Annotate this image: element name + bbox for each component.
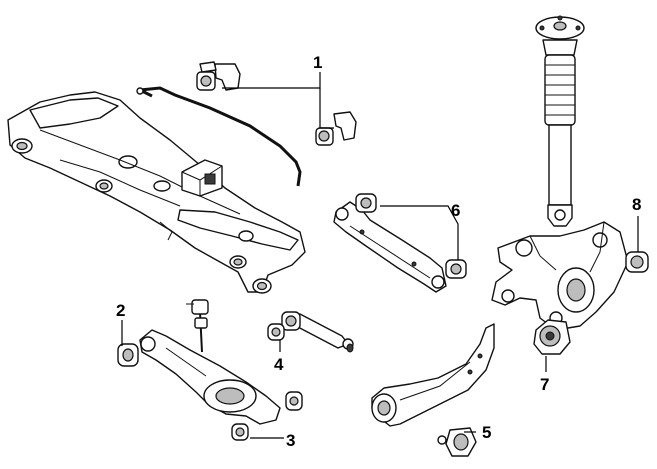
callout-2: 2: [116, 301, 125, 320]
rear-subframe: [7, 91, 306, 294]
upper-arm-bushing-top: [355, 193, 377, 213]
knuckle-bushing-8: [625, 251, 649, 273]
callout-5: 5: [482, 423, 491, 442]
callout-4: 4: [274, 355, 284, 374]
callout-labels: 1 2 3 4 5 6 7 8: [116, 53, 641, 450]
lower-arm-bushing-bottom: [231, 423, 249, 441]
trailing-arm-bushing: [437, 427, 477, 457]
trailing-arm: [371, 323, 495, 427]
stabilizer-bushing-upper: [196, 61, 241, 91]
lower-arm-bushing-left: [117, 343, 139, 367]
upper-arm-bushing-bottom: [445, 259, 467, 279]
stabilizer-bushing-lower: [315, 111, 357, 146]
toe-link-bushing: [267, 323, 285, 341]
lower-control-arm: [139, 329, 281, 425]
callout-3: 3: [286, 431, 295, 450]
shock-absorber: [535, 15, 585, 227]
knuckle-bushing-7: [533, 319, 571, 355]
subframe-mount-block: [181, 159, 223, 197]
upper-control-arm: [333, 201, 447, 293]
callout-6: 6: [451, 201, 460, 220]
callout-leaders: [121, 72, 639, 439]
callout-7: 7: [540, 375, 549, 394]
rear-knuckle: [491, 221, 629, 331]
callout-1: 1: [313, 53, 322, 72]
toe-link: [281, 311, 354, 353]
callout-8: 8: [632, 195, 641, 214]
stabilizer-bar: [136, 86, 302, 187]
lower-arm-bushing-right: [285, 391, 303, 411]
stabilizer-link: [186, 299, 209, 353]
